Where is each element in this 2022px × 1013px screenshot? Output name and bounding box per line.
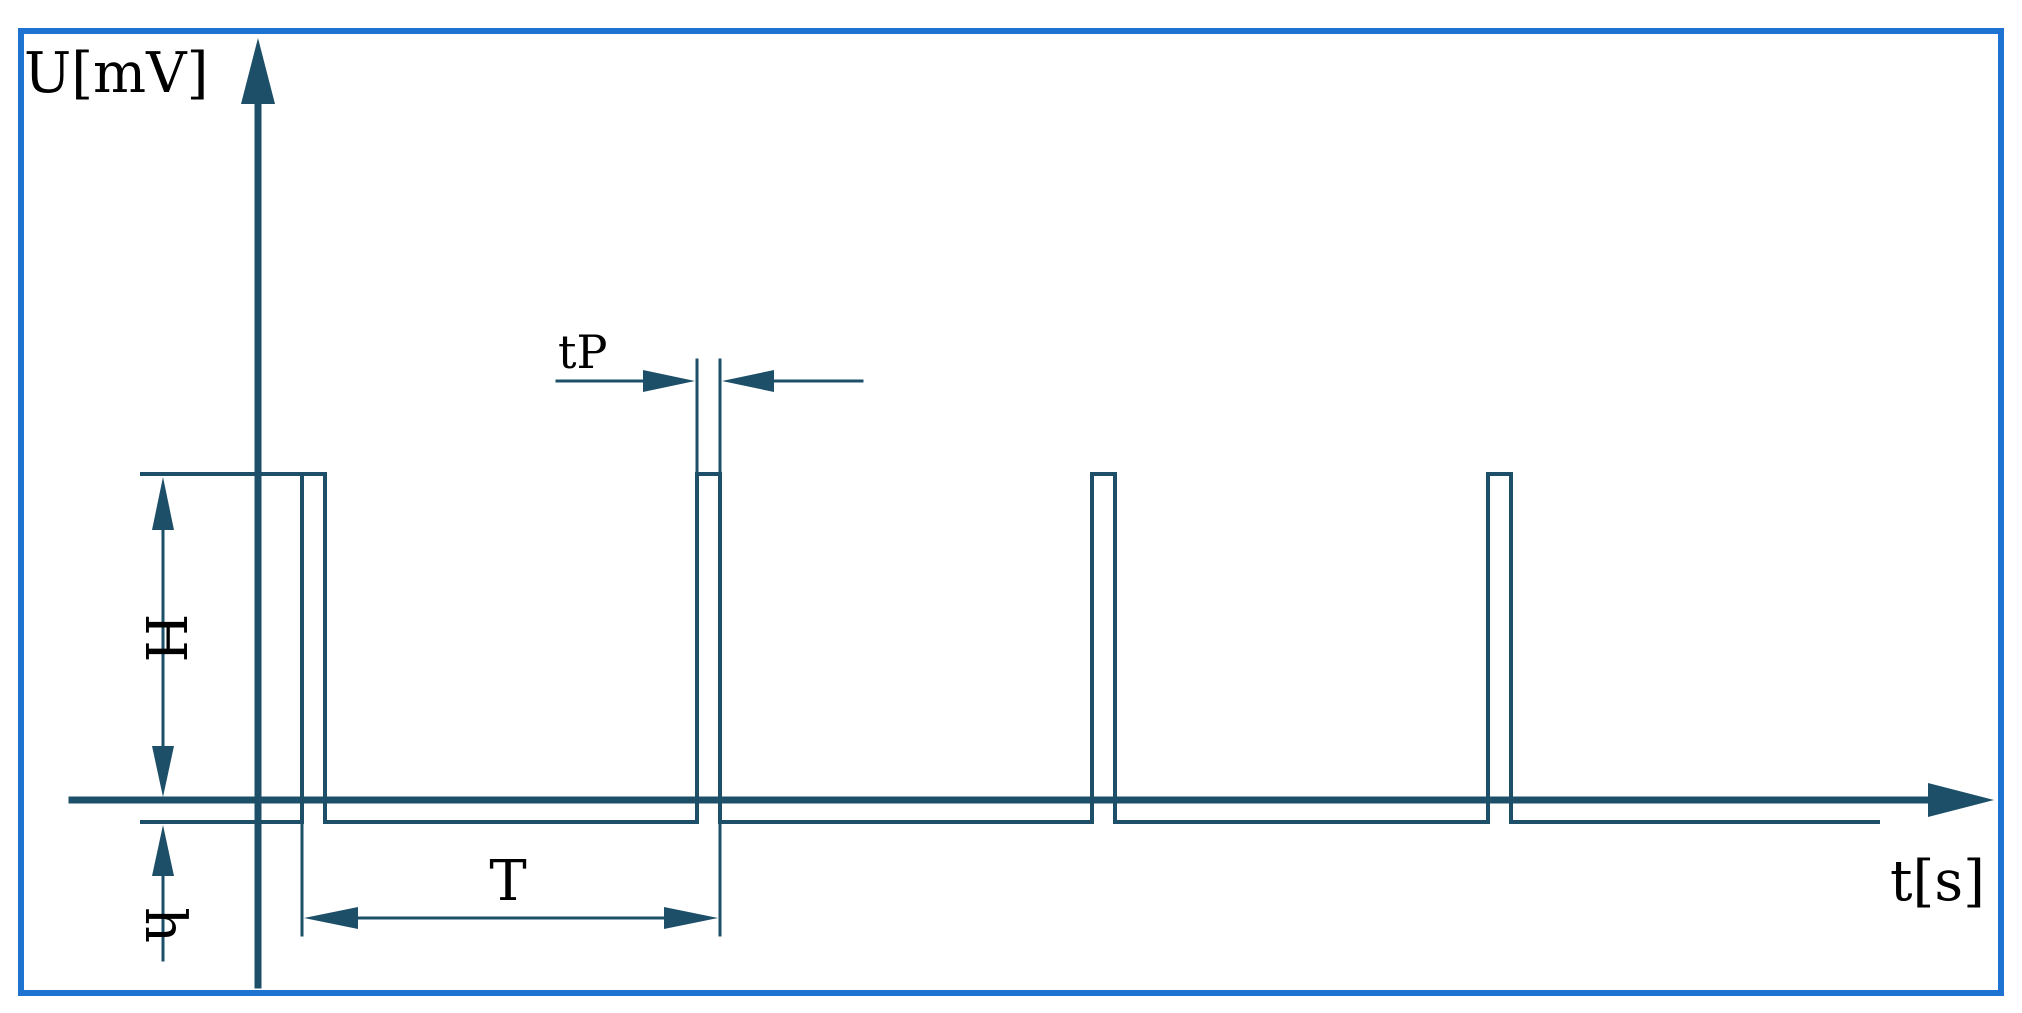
baseline-offset-label: h: [132, 907, 197, 943]
period-arrow-left: [304, 907, 358, 929]
period-arrow-right: [664, 907, 718, 929]
x-axis-label: t[s]: [1890, 849, 1985, 914]
pulse-height-label: H: [132, 614, 197, 663]
period-label: T: [489, 849, 526, 914]
pulse-train-signal: [140, 472, 1880, 824]
pulse-height-arrow-down: [152, 746, 174, 797]
pulse-width-arrow-right-head: [722, 370, 774, 392]
pulse-height-arrow-up: [152, 477, 174, 530]
x-axis-arrowhead: [1928, 783, 1994, 817]
baseline-offset-arrow-up: [152, 825, 174, 876]
y-axis-arrowhead: [241, 38, 275, 104]
y-axis-label: U[mV]: [24, 41, 208, 106]
pulse-width-arrow-left-head: [643, 370, 695, 392]
diagram-frame: [18, 28, 2004, 996]
pulse-width-label: tP: [558, 325, 607, 379]
